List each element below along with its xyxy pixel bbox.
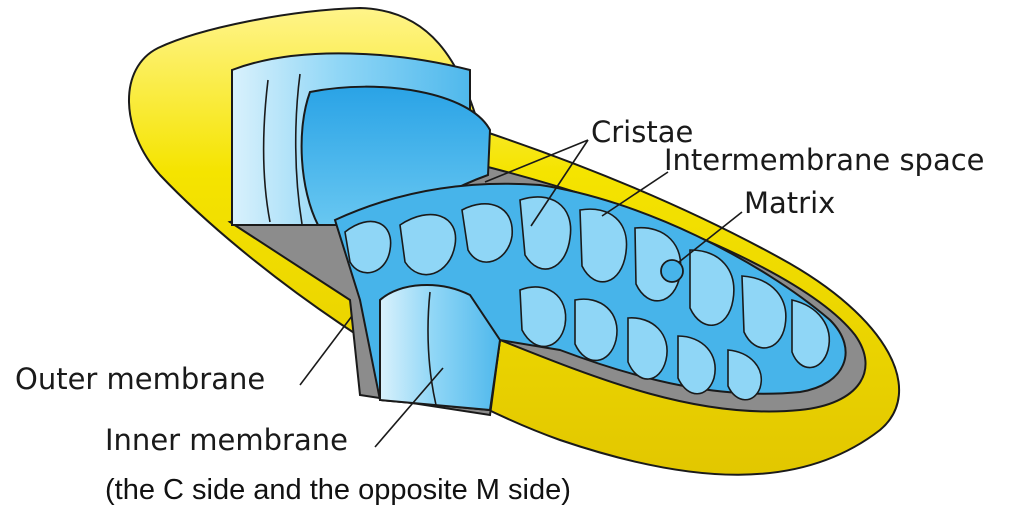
label-outer-membrane: Outer membrane [15,365,265,394]
label-matrix: Matrix [744,189,835,218]
leader-outer [300,316,352,385]
diagram-caption: (the C side and the opposite M side) [105,476,571,505]
label-intermembrane-space: Intermembrane space [664,146,985,175]
label-inner-membrane: Inner membrane [105,426,348,455]
matrix-marker [661,260,683,282]
